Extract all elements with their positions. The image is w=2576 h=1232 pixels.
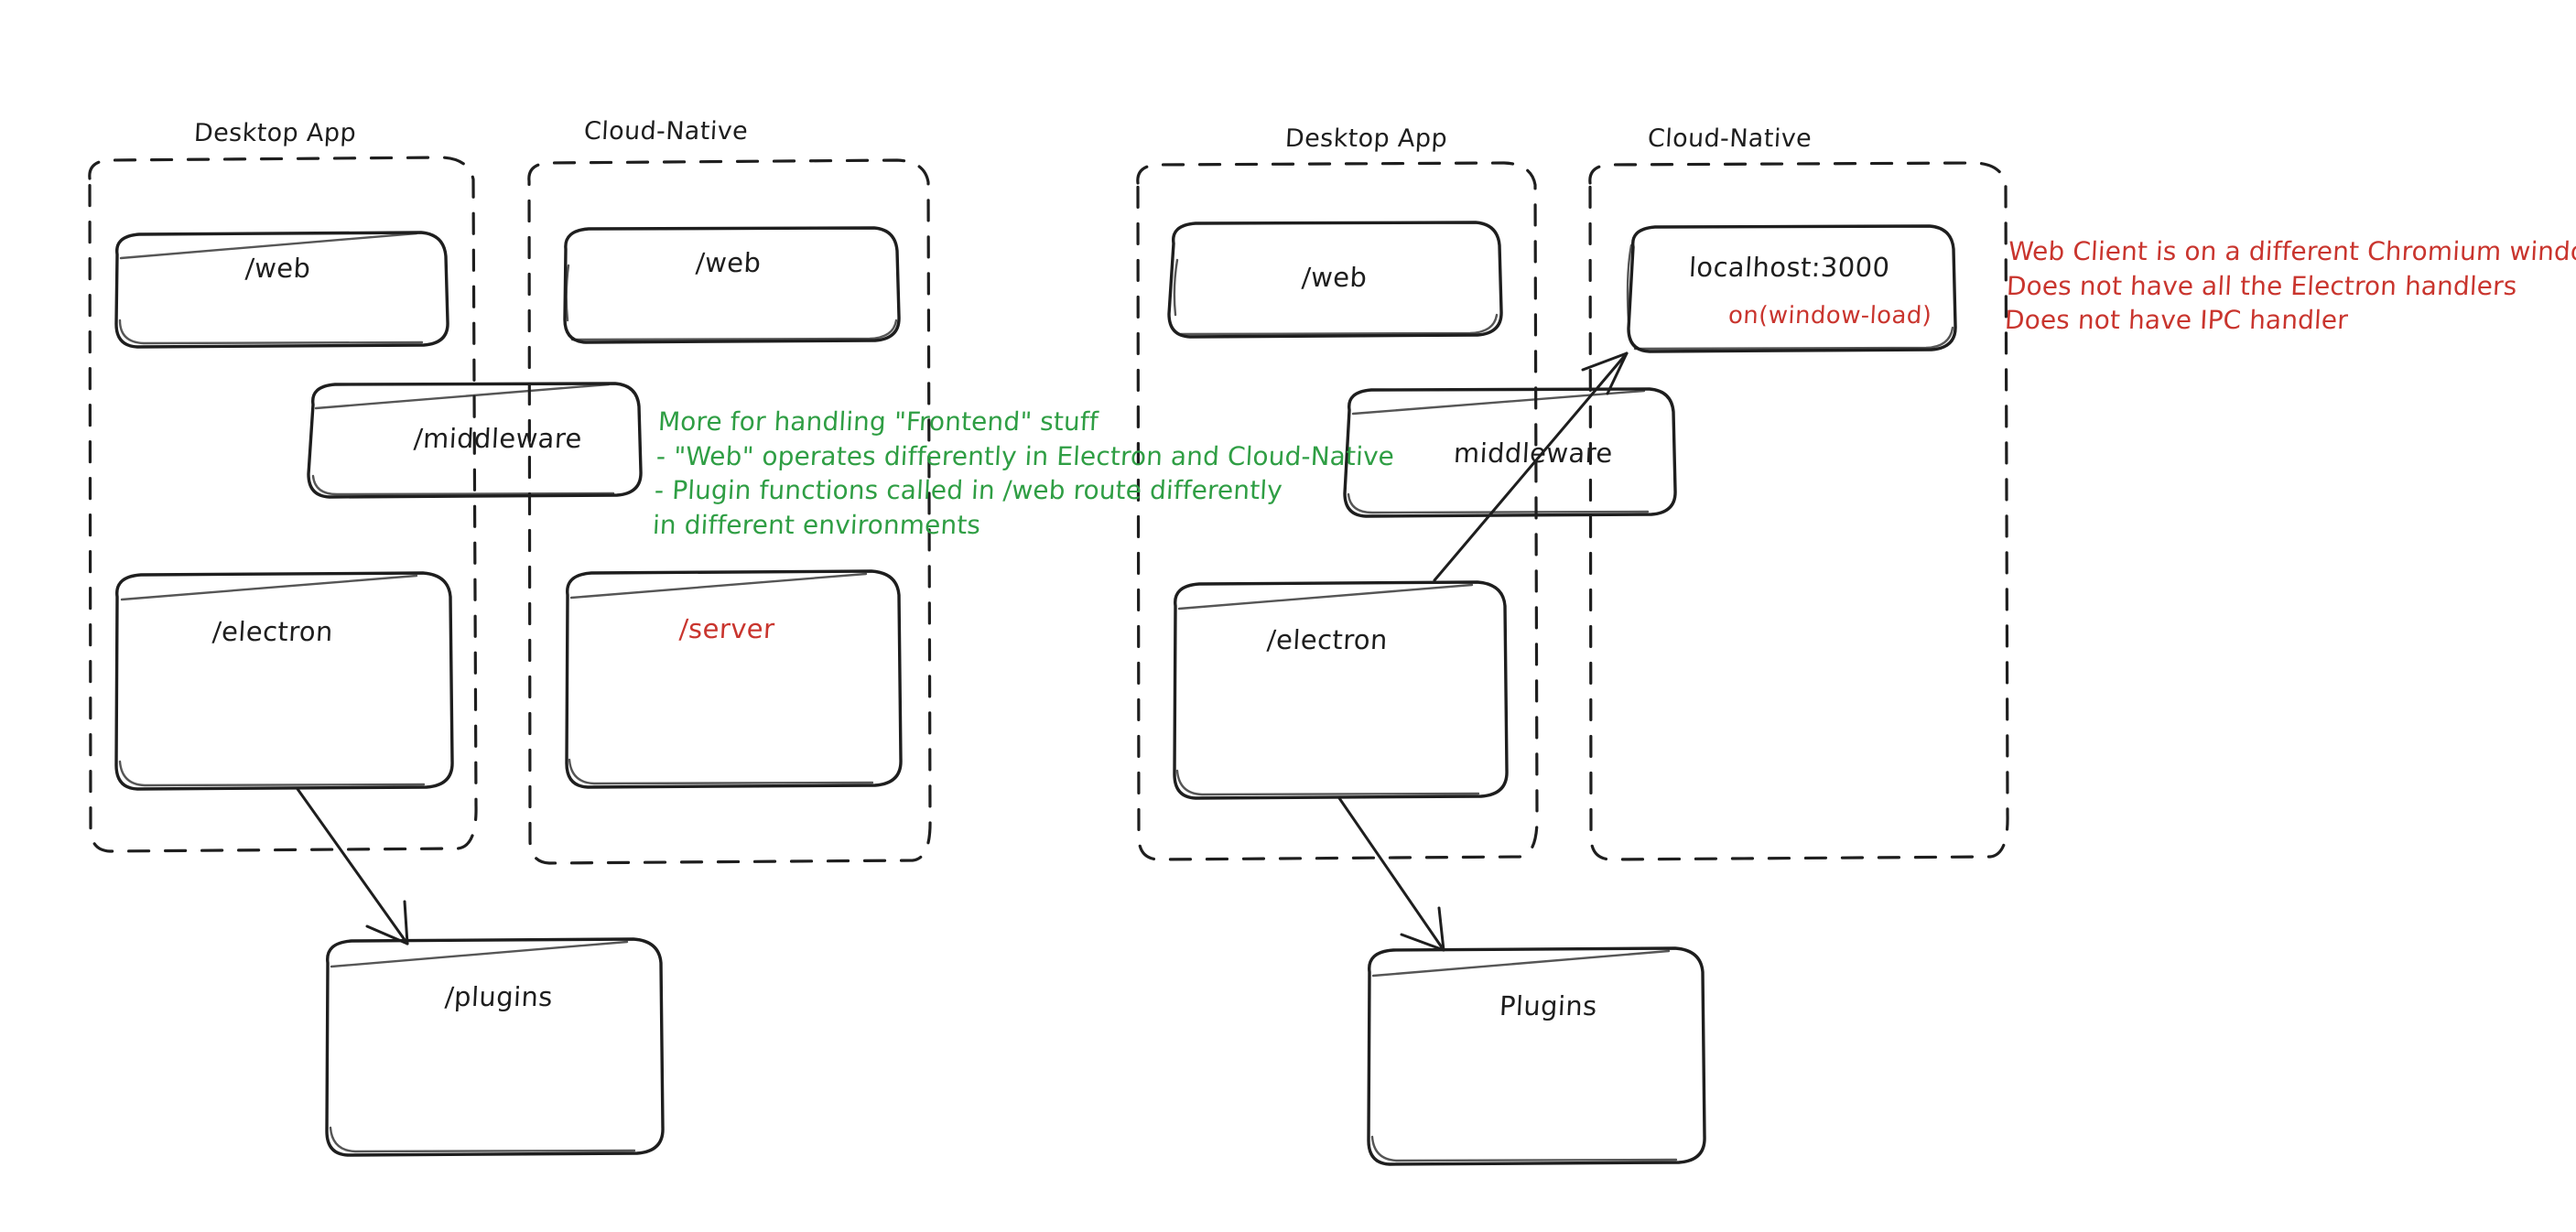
group-title-desktop-app-left: Desktop App — [193, 119, 357, 147]
group-title-cloud-native-right: Cloud-Native — [1647, 124, 1813, 153]
box-electron-right[interactable] — [1174, 582, 1509, 798]
group-title-cloud-native-left: Cloud-Native — [583, 117, 749, 146]
box-plugins-left[interactable] — [327, 939, 665, 1156]
box-web-cloud-left[interactable] — [565, 228, 901, 343]
note-web-client-red[interactable] — [2007, 234, 2556, 344]
box-middleware-left[interactable] — [308, 384, 644, 498]
group-title-desktop-app-right: Desktop App — [1284, 124, 1448, 153]
box-plugins-right[interactable] — [1369, 948, 1706, 1165]
note-frontend-green[interactable] — [655, 405, 1186, 551]
box-web-desktop-left[interactable] — [116, 232, 449, 348]
box-server-left[interactable] — [567, 571, 903, 787]
box-localhost-right[interactable] — [1629, 226, 1957, 352]
box-middleware-right[interactable] — [1345, 389, 1677, 517]
box-web-desktop-right[interactable] — [1169, 222, 1503, 338]
box-electron-left[interactable] — [116, 573, 454, 789]
